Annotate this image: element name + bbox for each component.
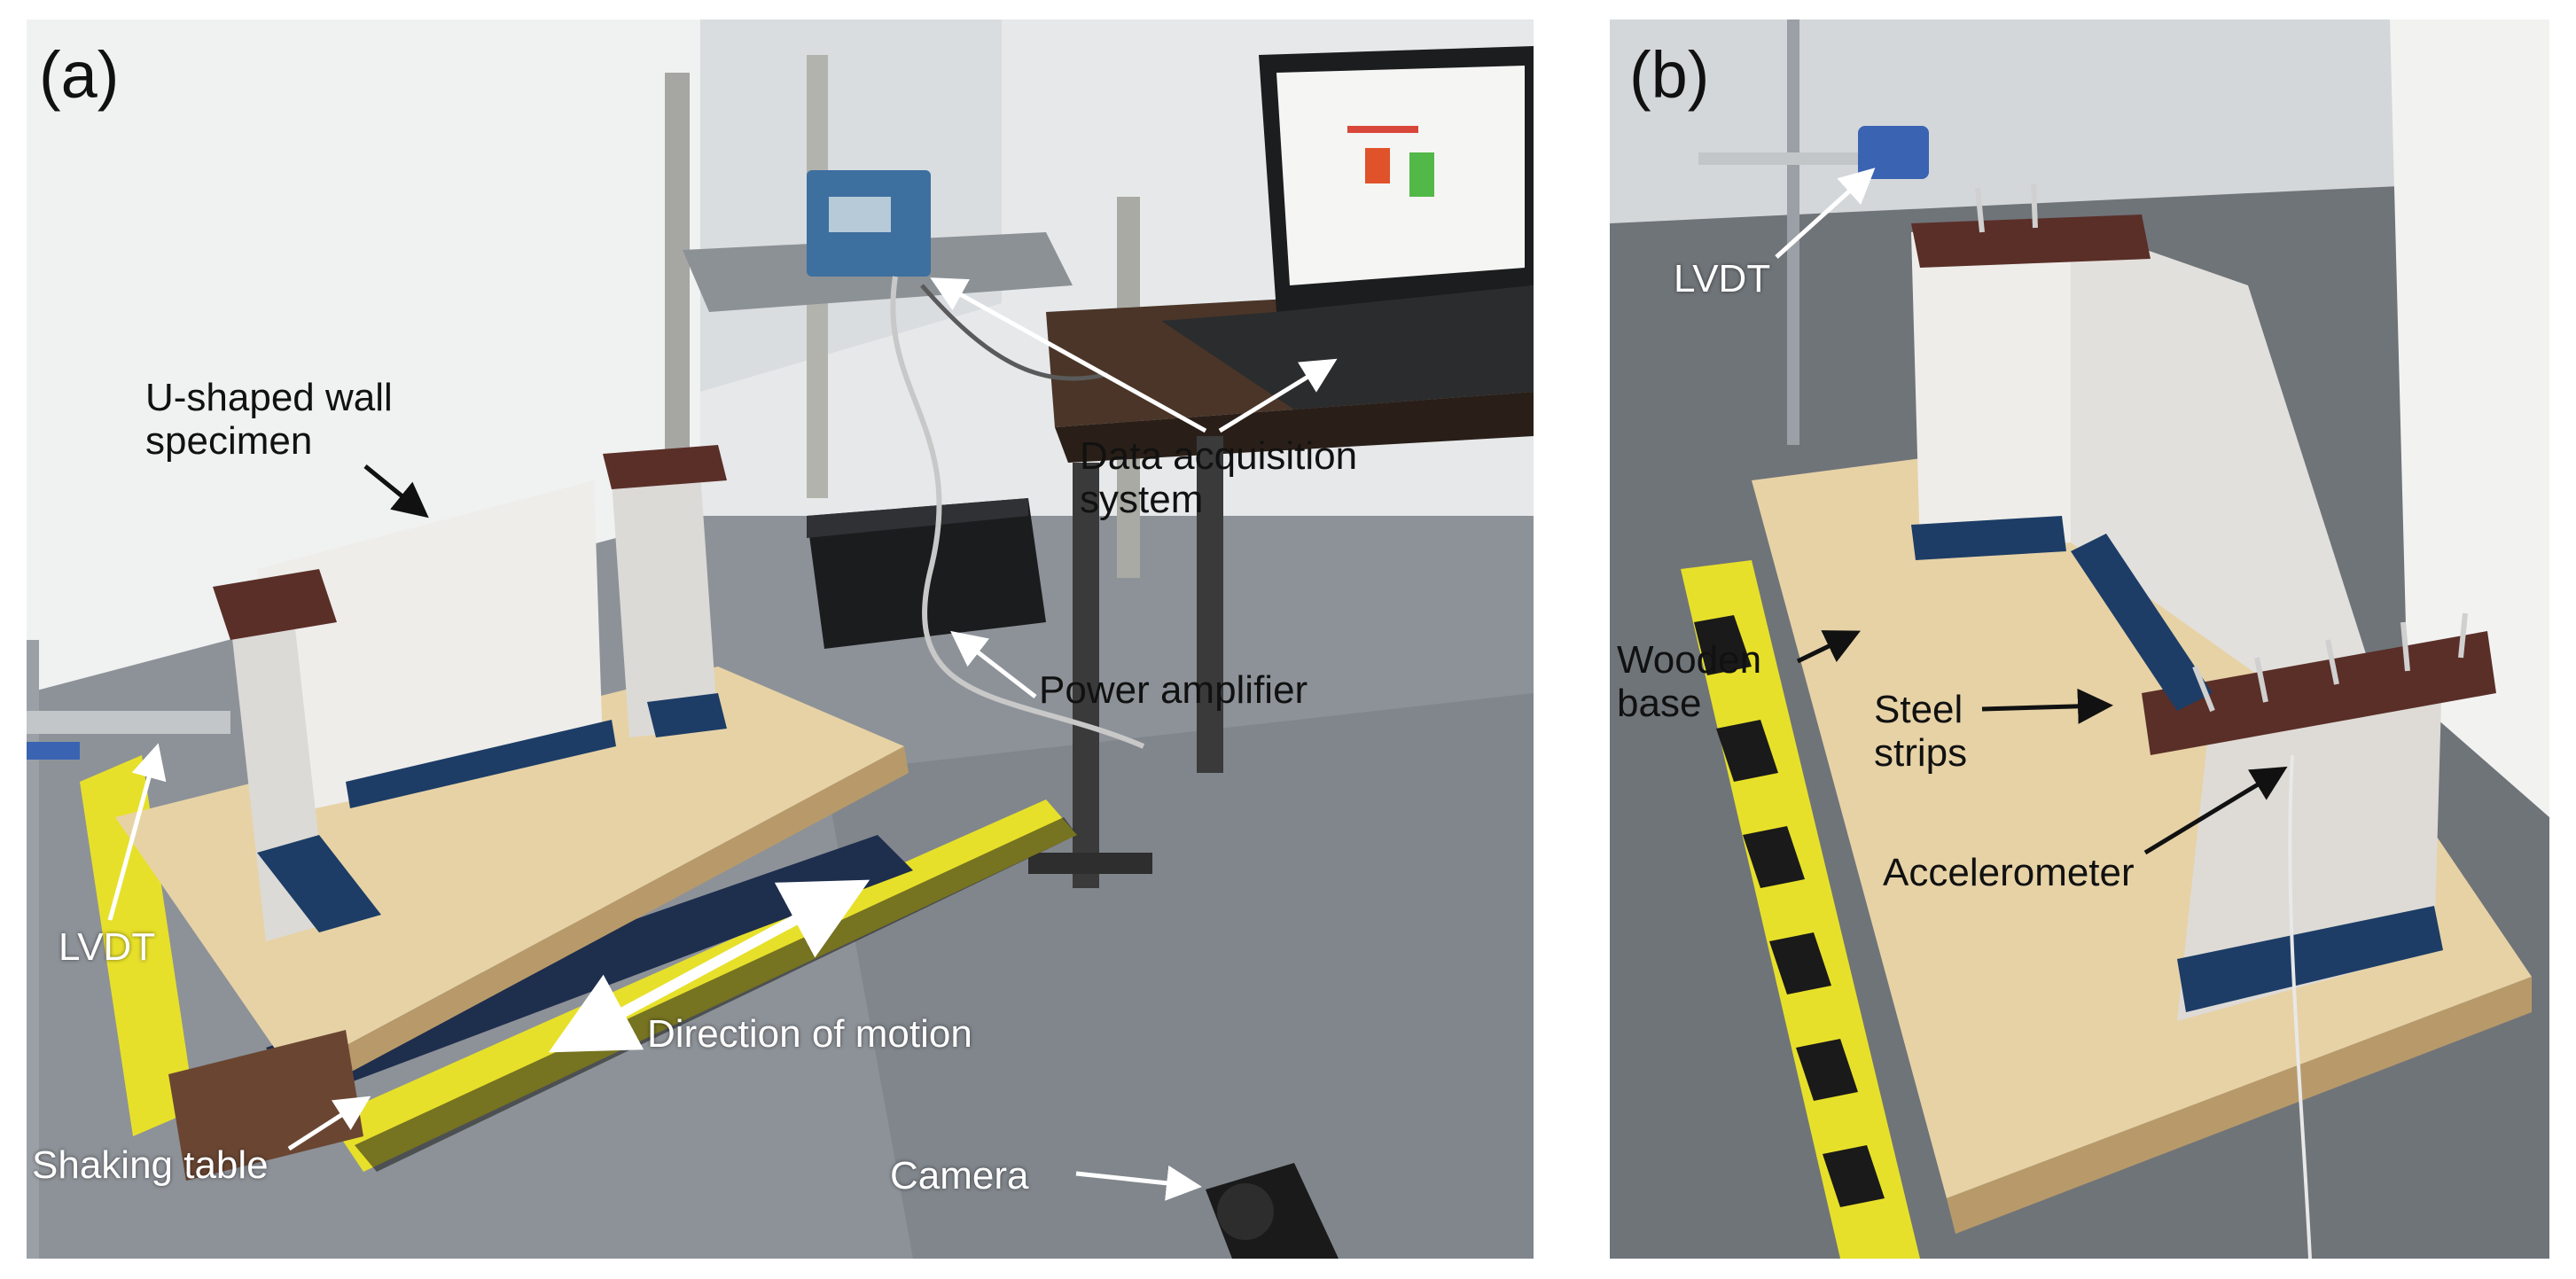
shaking-table-setup-photo [27, 19, 1534, 1259]
annotation-data-acquisition-system: Data acquisition system [1080, 434, 1358, 522]
annotation-power-amplifier: Power amplifier [1039, 668, 1308, 712]
annotation-lvdt-a: LVDT [59, 925, 156, 969]
panel-label-a: (a) [39, 38, 120, 112]
panel-label-b: (b) [1629, 38, 1710, 112]
annotation-camera: Camera [890, 1154, 1029, 1197]
wall-specimen-closeup-photo [1610, 19, 2549, 1259]
photo-panel-a [27, 19, 1534, 1259]
annotation-direction-of-motion: Direction of motion [647, 1012, 972, 1056]
annotation-lvdt-b: LVDT [1674, 257, 1771, 300]
annotation-accelerometer: Accelerometer [1883, 851, 2135, 894]
annotation-wooden-base: Wooden base [1617, 638, 1762, 726]
annotation-shaking-table: Shaking table [32, 1143, 269, 1187]
photo-panel-b [1610, 19, 2549, 1259]
annotation-u-shaped-wall-specimen: U-shaped wall specimen [145, 376, 393, 464]
annotation-steel-strips: Steel strips [1874, 688, 1968, 776]
